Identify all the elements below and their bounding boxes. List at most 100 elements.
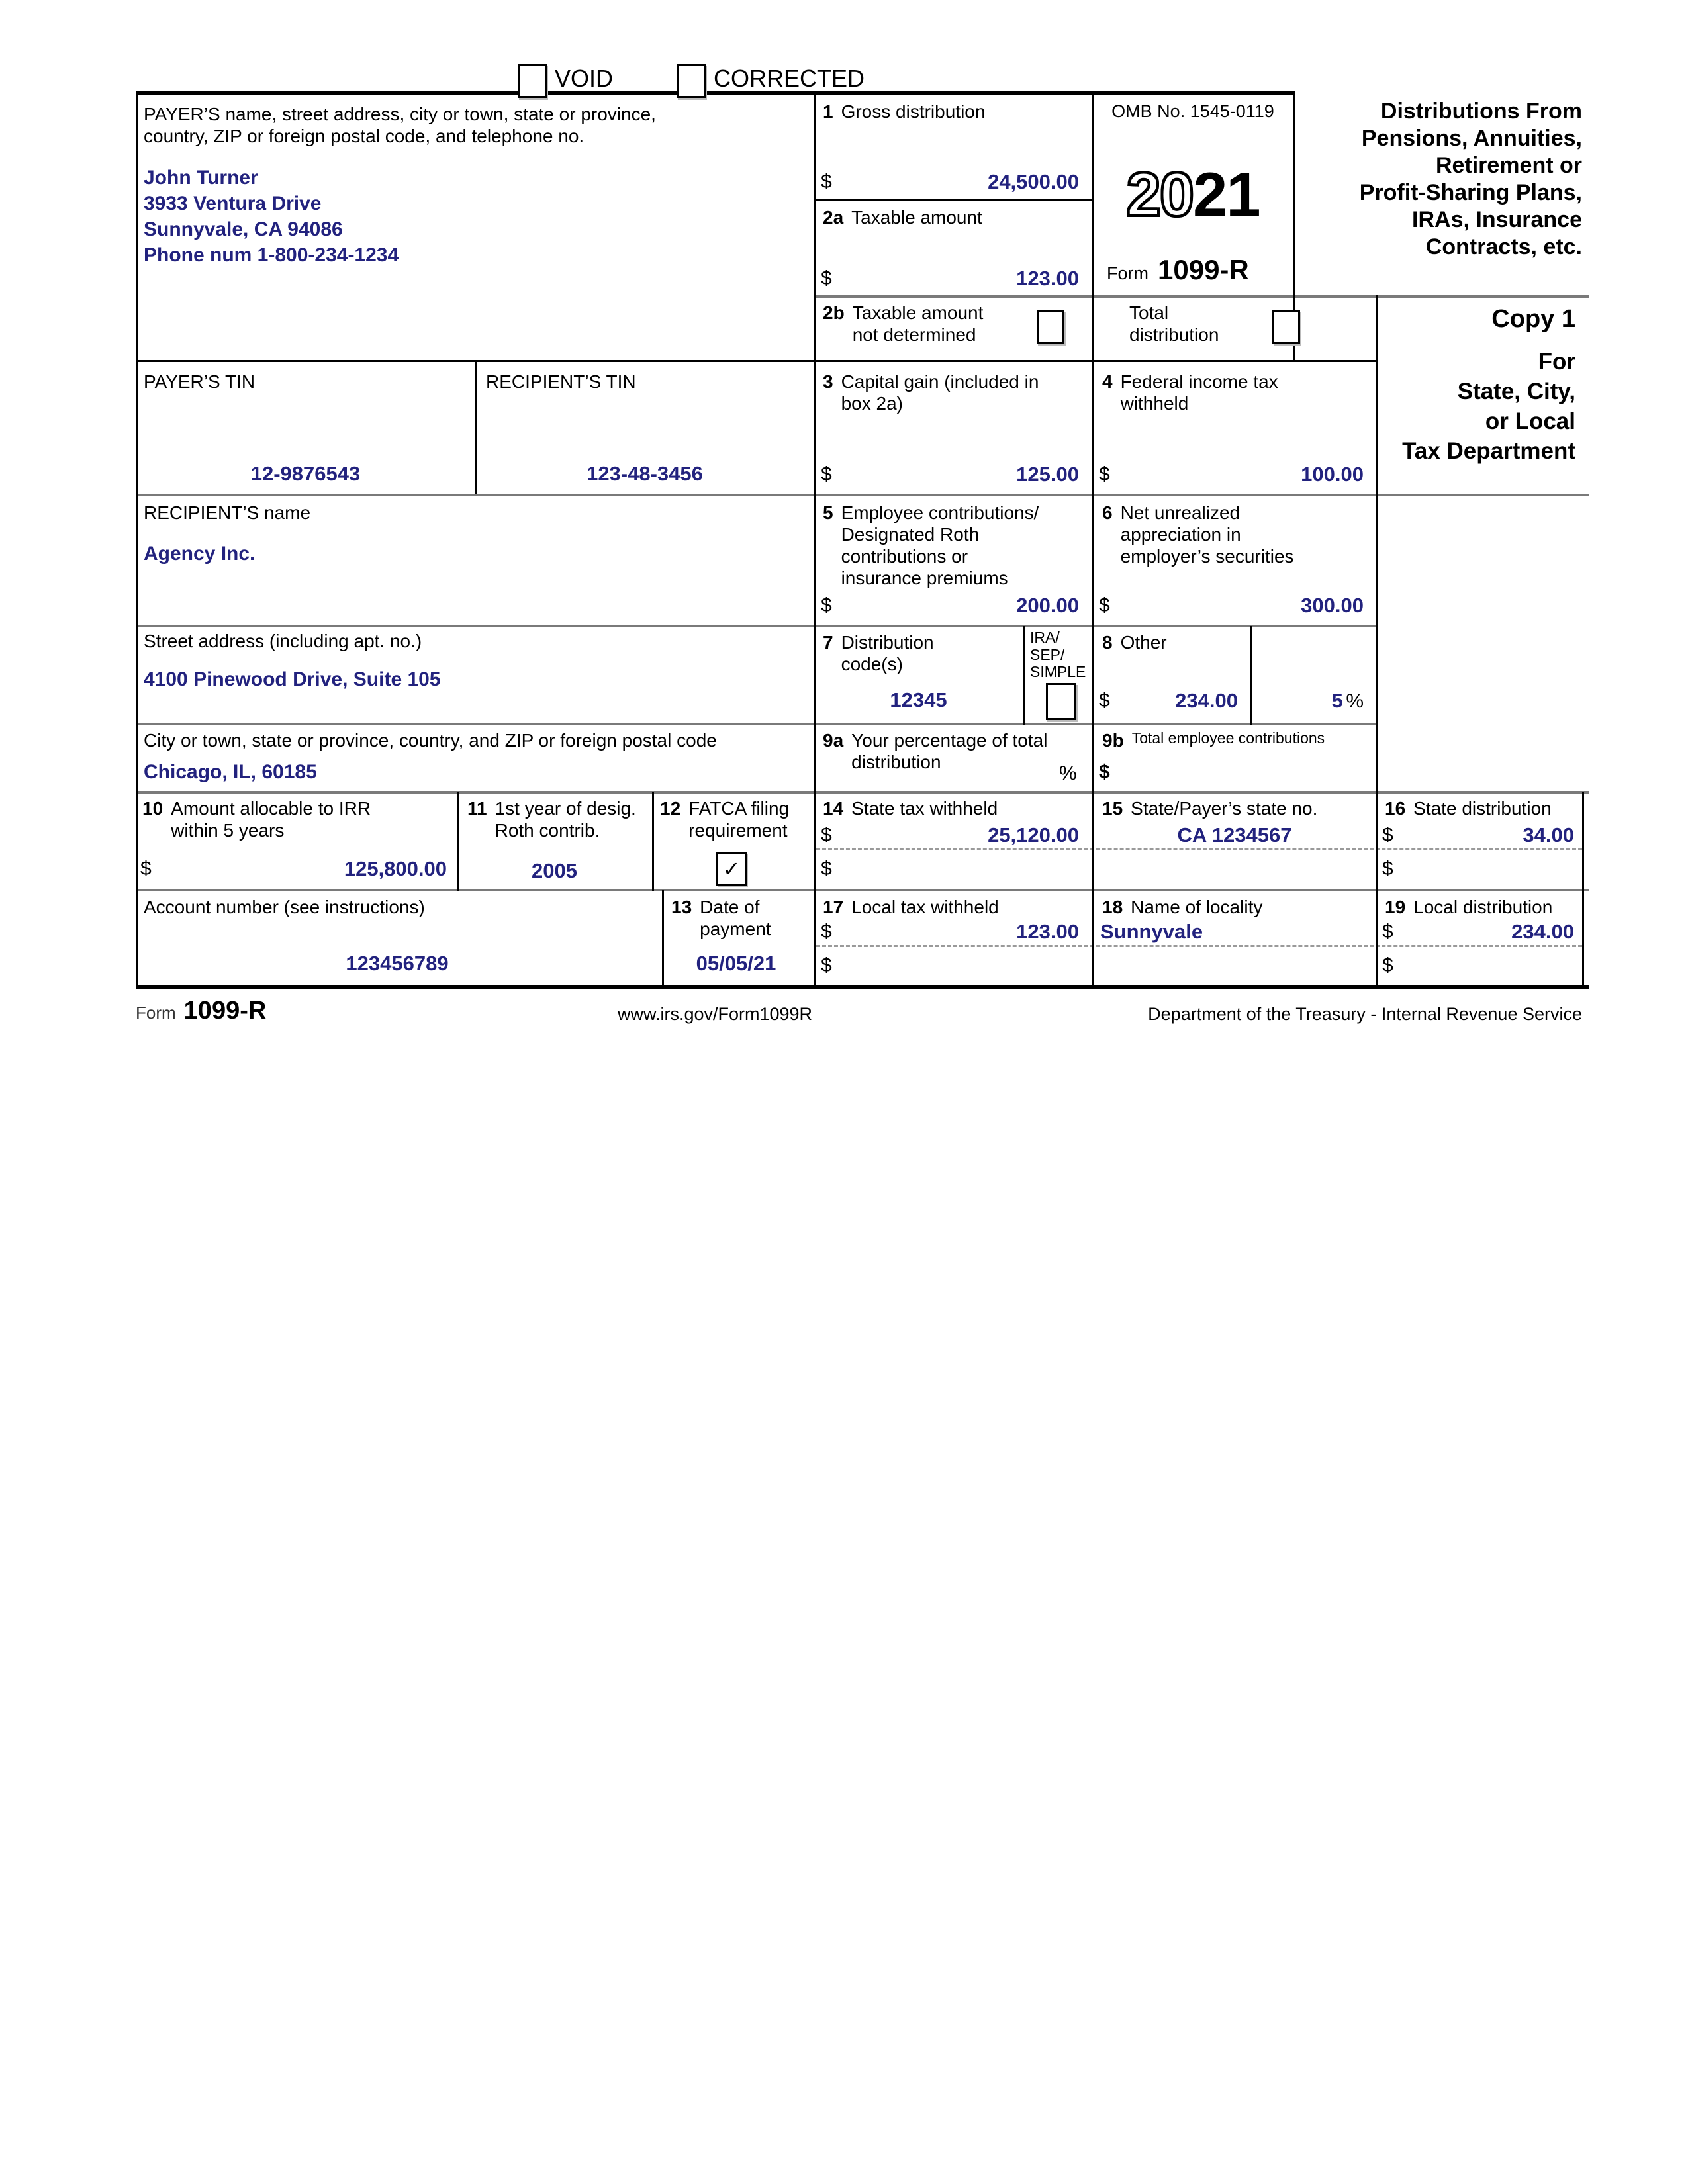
box15-value[interactable]: CA 1234567 [1177, 823, 1292, 846]
payer-info-label: PAYER’S name, street address, city or to… [144, 104, 656, 146]
divider [814, 91, 816, 988]
divider [816, 848, 1582, 850]
recipient-street-value[interactable]: 4100 Pinewood Drive, Suite 105 [144, 668, 441, 690]
box8-value[interactable]: 234.00 [1175, 689, 1238, 712]
divider [1250, 626, 1252, 725]
box1-value[interactable]: 24,500.00 [988, 170, 1079, 193]
box8-percent-block: 5 % [1258, 689, 1364, 713]
divider [1376, 295, 1378, 988]
box3-value[interactable]: 125.00 [1016, 463, 1079, 486]
ira-sep-simple-checkbox[interactable] [1046, 683, 1076, 720]
recipient-tin-label: RECIPIENT’S TIN [486, 371, 636, 392]
box3-dollar-sign: $ [821, 463, 832, 485]
box19-dollar-sign: $ [1382, 921, 1393, 942]
form-number-block: Form 1099-R [1107, 254, 1249, 286]
box16-dollar-sign-2: $ [1382, 858, 1393, 880]
void-label: VOID [555, 65, 614, 92]
box4-value[interactable]: 100.00 [1301, 463, 1364, 486]
divider [136, 91, 1295, 95]
divider [457, 792, 459, 891]
account-number-value[interactable]: 123456789 [346, 952, 449, 975]
form-word: Form [1107, 263, 1149, 283]
divider [814, 295, 1589, 298]
taxable-not-determined-checkbox[interactable] [1037, 310, 1064, 344]
box8-percent-value[interactable]: 5 [1331, 689, 1343, 712]
box8-dollar-sign: $ [1099, 690, 1110, 711]
void-checkbox[interactable] [518, 64, 547, 98]
box4-dollar-sign: $ [1099, 463, 1110, 485]
account-number-label: Account number (see instructions) [144, 897, 425, 917]
copy-label: Copy 1 [1491, 305, 1575, 333]
omb-number: OMB No. 1545-0119 [1111, 101, 1274, 121]
box11-value[interactable]: 2005 [532, 859, 577, 882]
recipient-city-label: City or town, state or province, country… [144, 730, 717, 751]
payer-name-value[interactable]: John Turner [144, 167, 258, 189]
total-distribution-checkbox[interactable] [1272, 310, 1300, 344]
box7-value[interactable]: 12345 [890, 688, 947, 711]
box6-dollar-sign: $ [1099, 594, 1110, 616]
payer-tin-label: PAYER’S TIN [144, 371, 256, 392]
footer-form-number: 1099-R [183, 997, 267, 1024]
divider [136, 985, 1589, 989]
tax-year: 2021 [1094, 158, 1292, 230]
box19-value[interactable]: 234.00 [1511, 920, 1574, 943]
box5-value[interactable]: 200.00 [1016, 594, 1079, 617]
divider [136, 723, 1378, 725]
divider [136, 625, 1378, 627]
tax-year-outline: 20 [1125, 158, 1196, 230]
total-distribution-label: Total distribution [1129, 302, 1219, 345]
payer-street-value[interactable]: 3933 Ventura Drive [144, 193, 322, 214]
recipient-city-value[interactable]: Chicago, IL, 60185 [144, 761, 317, 783]
payer-tin-value[interactable]: 12-9876543 [250, 462, 361, 485]
divider [136, 360, 1378, 362]
recipient-street-label: Street address (including apt. no.) [144, 631, 422, 651]
box2a-value[interactable]: 123.00 [1016, 267, 1079, 290]
box2a-dollar-sign: $ [821, 267, 832, 289]
divider [136, 791, 1589, 794]
recipient-name-value[interactable]: Agency Inc. [144, 543, 256, 565]
divider [816, 945, 1582, 947]
box17-value[interactable]: 123.00 [1016, 920, 1079, 943]
payer-city-value[interactable]: Sunnyvale, CA 94086 [144, 218, 343, 240]
divider [652, 792, 654, 891]
box6-value[interactable]: 300.00 [1301, 594, 1364, 617]
divider [136, 494, 1589, 496]
box9b-dollar-sign: $ [1099, 761, 1110, 783]
box14-dollar-sign-2: $ [821, 858, 832, 880]
payer-phone-value[interactable]: Phone num 1-800-234-1234 [144, 244, 399, 266]
box1-dollar-sign: $ [821, 171, 832, 193]
box13-value[interactable]: 05/05/21 [696, 952, 776, 975]
tax-year-bold: 21 [1193, 159, 1261, 229]
recipient-tin-value[interactable]: 123-48-3456 [586, 462, 703, 485]
footer-url[interactable]: www.irs.gov/Form1099R [617, 1004, 813, 1024]
ira-sep-simple-label: IRA/ SEP/ SIMPLE [1030, 629, 1086, 680]
box5-dollar-sign: $ [821, 594, 832, 616]
divider [662, 890, 664, 987]
fatca-checkbox[interactable]: ✓ [716, 852, 747, 886]
footer-form-block: Form 1099-R [136, 997, 266, 1025]
corrected-checkbox[interactable] [677, 64, 706, 98]
box14-value[interactable]: 25,120.00 [988, 823, 1079, 846]
divider [136, 91, 138, 988]
box10-value[interactable]: 125,800.00 [344, 857, 447, 880]
box18-value[interactable]: Sunnyvale [1100, 920, 1203, 943]
divider [1092, 91, 1094, 988]
box9a-percent-sign: % [1059, 762, 1077, 784]
form-title: Distributions From Pensions, Annuities, … [1359, 99, 1582, 259]
divider [1293, 91, 1295, 362]
box16-dollar-sign: $ [1382, 824, 1393, 846]
box16-value[interactable]: 34.00 [1523, 823, 1574, 846]
